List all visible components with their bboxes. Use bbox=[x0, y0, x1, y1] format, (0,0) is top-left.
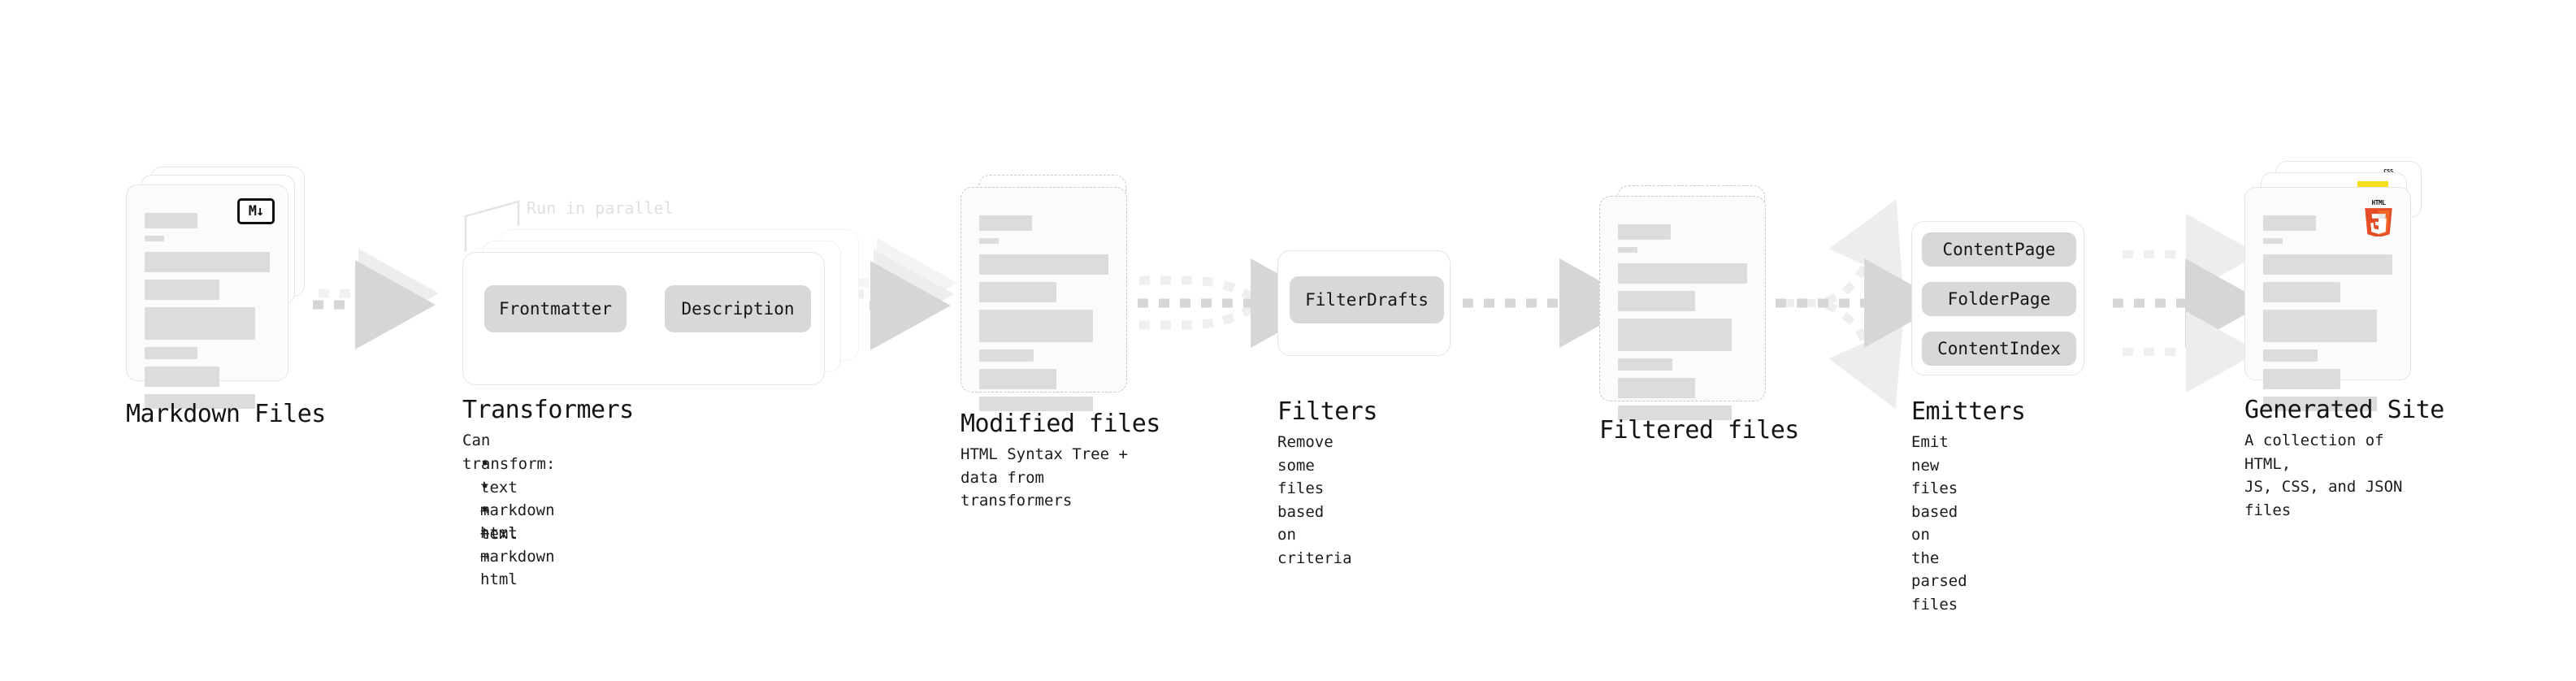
filters-subtitle: Remove some files based on criteria bbox=[1277, 433, 1352, 567]
pill-filterdrafts[interactable]: FilterDrafts bbox=[1290, 276, 1444, 323]
arrow-markdown-to-transformers bbox=[313, 249, 439, 349]
skeleton-bars bbox=[1618, 224, 1747, 427]
filtered-doc-stack bbox=[1599, 185, 1786, 421]
node-generated-site[interactable]: CSS HTML bbox=[2244, 161, 2444, 519]
skeleton-bars bbox=[145, 213, 270, 416]
generated-doc-stack: CSS HTML bbox=[2244, 161, 2439, 411]
generated-card-html[interactable]: HTML bbox=[2244, 187, 2411, 411]
skeleton-bars bbox=[979, 215, 1108, 419]
transformers-subtitle: Can transform: bbox=[462, 432, 556, 473]
modified-files-title: Modified files bbox=[961, 410, 1160, 438]
filters-title: Filters bbox=[1277, 397, 1377, 426]
pill-description[interactable]: Description bbox=[665, 285, 811, 332]
markdown-badge-front: M↓ bbox=[237, 198, 275, 224]
modified-card-front[interactable] bbox=[961, 187, 1127, 411]
generated-site-title: Generated Site bbox=[2244, 396, 2444, 424]
node-modified-files[interactable]: Modified files HTML Syntax Tree + data f… bbox=[961, 175, 1160, 510]
transformers-bullet-3: • html → html bbox=[480, 501, 518, 588]
transformer-card-front[interactable]: Frontmatter Description bbox=[462, 252, 825, 385]
filters-box[interactable]: FilterDrafts bbox=[1277, 250, 1451, 356]
filtered-card-front[interactable] bbox=[1599, 196, 1766, 420]
transformers-title: Transformers bbox=[462, 396, 634, 424]
html5-word: HTML bbox=[2371, 199, 2386, 206]
modified-doc-stack bbox=[961, 175, 1147, 419]
run-in-parallel-label: Run in parallel bbox=[527, 198, 674, 218]
html5-icon: HTML bbox=[2361, 199, 2396, 238]
emitters-subtitle: Emit new files based on the parsed files bbox=[1911, 433, 1967, 614]
pill-contentindex[interactable]: ContentIndex bbox=[1922, 332, 2076, 366]
markdown-card-front[interactable]: M↓ bbox=[126, 184, 288, 409]
pill-contentpage[interactable]: ContentPage bbox=[1922, 232, 2076, 267]
generated-site-subtitle: A collection of HTML, JS, CSS, and JSON … bbox=[2244, 432, 2403, 519]
markdown-doc-stack: M↓ M↓ M↓ bbox=[126, 167, 313, 410]
arrow-emitters-to-generated bbox=[2113, 214, 2266, 393]
emitters-title: Emitters bbox=[1911, 397, 2026, 426]
arrow-modified-to-filters bbox=[1138, 258, 1331, 348]
pill-folderpage[interactable]: FolderPage bbox=[1922, 282, 2076, 316]
emitters-box[interactable]: ContentPage FolderPage ContentIndex bbox=[1911, 221, 2084, 375]
node-markdown-files[interactable]: M↓ M↓ M↓ Markdown Files bbox=[126, 167, 326, 427]
transformers-bullet-1: • text → text bbox=[480, 455, 518, 543]
pill-frontmatter[interactable]: Frontmatter bbox=[484, 285, 627, 332]
transformers-bullet-2: • markdown → markdown bbox=[480, 478, 555, 566]
filtered-files-title: Filtered files bbox=[1599, 416, 1799, 445]
skeleton-bars bbox=[2263, 215, 2392, 419]
modified-files-subtitle: HTML Syntax Tree + data from transformer… bbox=[961, 445, 1128, 510]
node-filtered-files[interactable]: Filtered files bbox=[1599, 185, 1799, 444]
markdown-files-title: Markdown Files bbox=[126, 400, 326, 428]
arrow-filtered-to-emitters bbox=[1776, 199, 1945, 410]
